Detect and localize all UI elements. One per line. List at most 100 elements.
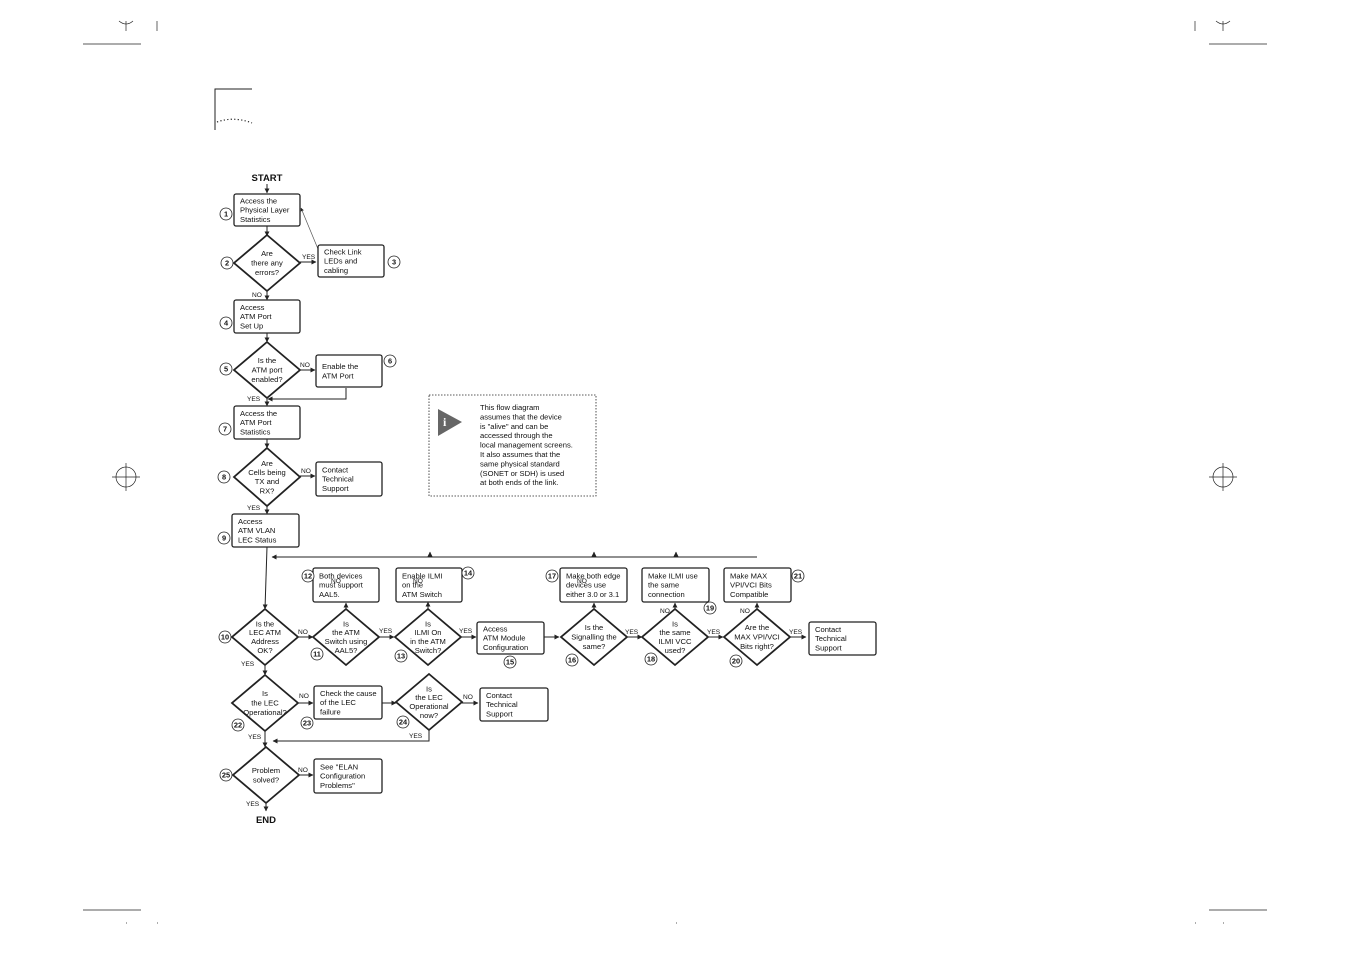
svg-text:13: 13 <box>397 652 405 661</box>
svg-text:5: 5 <box>224 365 228 374</box>
step-number: 10 <box>218 630 232 644</box>
step-number: 14 <box>461 566 475 580</box>
no-label: NO <box>298 629 308 636</box>
step-number: 17 <box>545 569 559 583</box>
step-number: 23 <box>300 716 314 730</box>
no-label: NO <box>301 468 311 475</box>
svg-text:17: 17 <box>548 572 556 581</box>
step-number: 15 <box>503 655 517 669</box>
svg-text:25: 25 <box>222 771 230 780</box>
yes-label: YES <box>241 661 255 668</box>
svg-text:21: 21 <box>794 572 802 581</box>
step-number: 22 <box>231 718 245 732</box>
svg-text:1: 1 <box>224 210 228 219</box>
svg-text:16: 16 <box>568 656 576 665</box>
step-number: 25 <box>219 768 233 782</box>
info-icon <box>438 409 462 436</box>
step-number: 1 <box>219 207 233 221</box>
step-number: 19 <box>703 601 717 615</box>
svg-text:23: 23 <box>303 719 311 728</box>
svg-text:20: 20 <box>732 657 740 666</box>
step-number: 11 <box>310 647 324 661</box>
svg-text:11: 11 <box>313 650 321 659</box>
step-number: 21 <box>791 569 805 583</box>
step-number: 13 <box>394 649 408 663</box>
step-number: 24 <box>396 715 410 729</box>
no-label: NO <box>660 608 670 615</box>
no-label: NO <box>413 578 423 585</box>
no-label: NO <box>577 578 587 585</box>
svg-text:22: 22 <box>234 721 242 730</box>
no-label: NO <box>300 362 310 369</box>
step-number: 8 <box>217 470 231 484</box>
svg-text:i: i <box>443 415 447 429</box>
svg-text:8: 8 <box>222 473 226 482</box>
svg-text:15: 15 <box>506 658 514 667</box>
page-tab-ornament <box>214 88 253 130</box>
no-label: NO <box>331 578 341 585</box>
step-number: 12 <box>301 569 315 583</box>
yes-label: YES <box>409 733 423 740</box>
yes-label: YES <box>247 505 261 512</box>
svg-text:4: 4 <box>224 319 229 328</box>
svg-text:10: 10 <box>221 633 229 642</box>
yes-label: YES <box>707 629 721 636</box>
no-label: NO <box>463 694 473 701</box>
no-label: NO <box>299 693 309 700</box>
yes-label: YES <box>247 396 261 403</box>
step-number: 5 <box>219 362 233 376</box>
svg-text:19: 19 <box>706 604 714 613</box>
no-label: NO <box>298 767 308 774</box>
step-number: 9 <box>217 531 231 545</box>
yes-label: YES <box>789 629 803 636</box>
step-number: 2 <box>220 256 234 270</box>
svg-text:2: 2 <box>225 259 229 268</box>
step-number: 16 <box>565 653 579 667</box>
step-number: 20 <box>729 654 743 668</box>
step-number: 4 <box>219 316 233 330</box>
connectors <box>262 184 807 812</box>
